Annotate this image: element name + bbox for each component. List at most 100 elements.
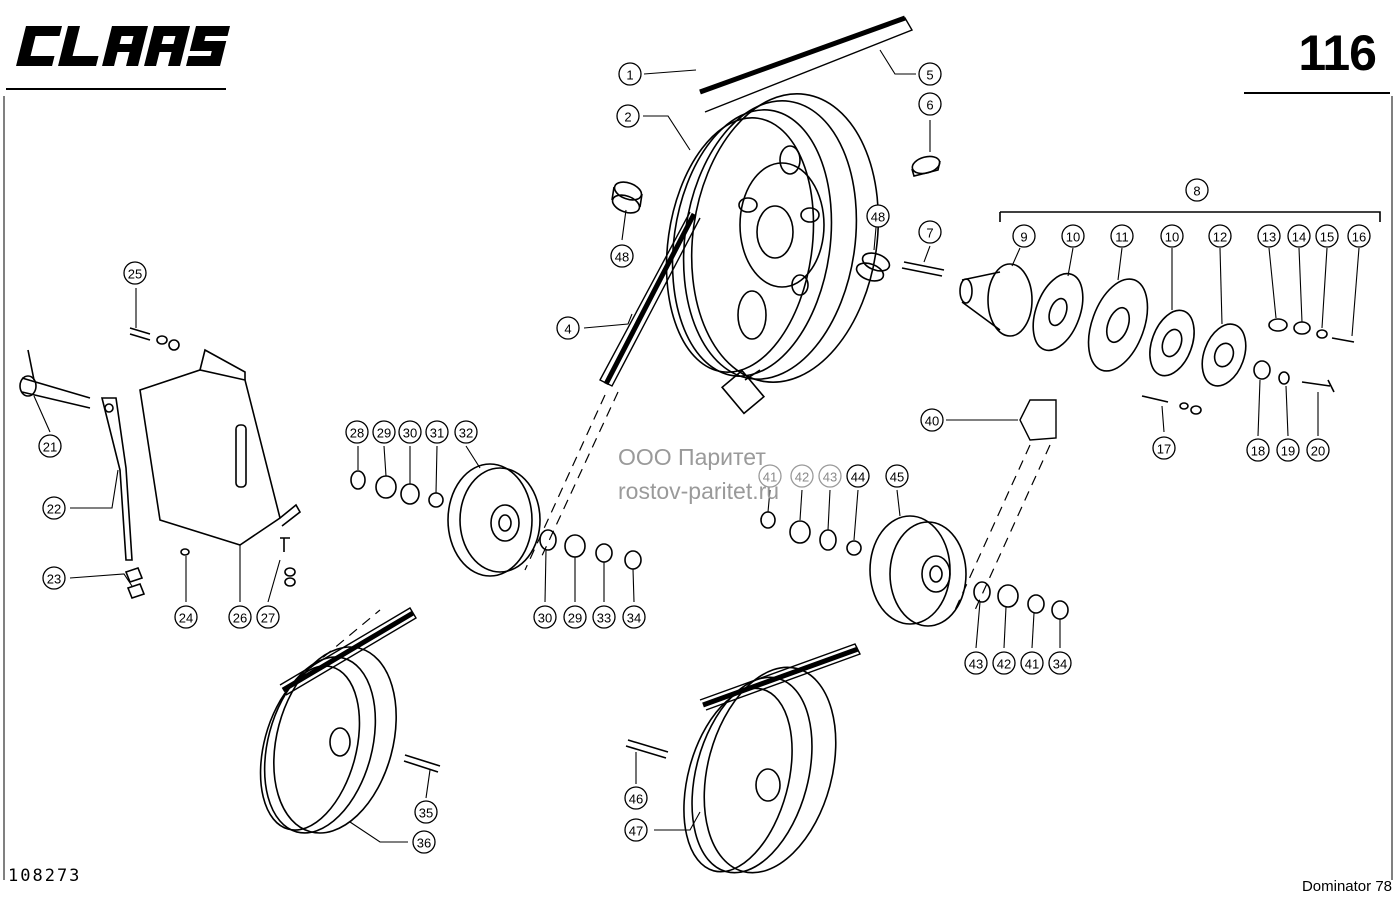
callout-13: 13 [1257, 224, 1281, 248]
callout-label: 17 [1157, 442, 1171, 457]
callout-31: 31 [425, 420, 449, 444]
callout-17: 17 [1152, 436, 1176, 460]
callout-label: 13 [1262, 230, 1276, 245]
callout-circle [624, 818, 648, 842]
callout-circle [1048, 651, 1072, 675]
callout-34: 34 [1048, 651, 1072, 675]
callout-circle [398, 420, 422, 444]
callout-label: 47 [629, 824, 643, 839]
callout-circle [454, 420, 478, 444]
callout-25: 25 [123, 261, 147, 285]
callout-circle [624, 786, 648, 810]
callout-label: 43 [823, 470, 837, 485]
callout-circle [174, 605, 198, 629]
callout-circle [618, 62, 642, 86]
callout-label: 14 [1292, 230, 1306, 245]
callout-42: 42 [992, 651, 1016, 675]
callout-12: 12 [1208, 224, 1232, 248]
callout-label: 33 [597, 611, 611, 626]
callout-circle [1257, 224, 1281, 248]
callout-14: 14 [1287, 224, 1311, 248]
callout-circle [592, 605, 616, 629]
callout-41: 41 [758, 464, 782, 488]
callout-circle [1020, 651, 1044, 675]
leader-lines [33, 49, 1360, 843]
callout-circle [563, 605, 587, 629]
callout-label: 30 [538, 611, 552, 626]
watermark-line-1: ООО Паритет [618, 444, 766, 470]
callout-circle [1347, 224, 1371, 248]
callout-label: 15 [1320, 230, 1334, 245]
callout-label: 32 [459, 426, 473, 441]
callout-label: 20 [1311, 444, 1325, 459]
callout-label: 43 [969, 657, 983, 672]
callout-46: 46 [624, 786, 648, 810]
callout-label: 35 [419, 806, 433, 821]
callout-24: 24 [174, 605, 198, 629]
callout-16: 16 [1347, 224, 1371, 248]
callout-41: 41 [1020, 651, 1044, 675]
callout-21: 21 [38, 434, 62, 458]
callout-label: 11 [1115, 230, 1129, 245]
callout-label: 8 [1193, 184, 1200, 199]
callout-42: 42 [790, 464, 814, 488]
callout-19: 19 [1276, 438, 1300, 462]
callout-34: 34 [622, 605, 646, 629]
callout-32: 32 [454, 420, 478, 444]
callout-circle [1276, 438, 1300, 462]
callout-23: 23 [42, 566, 66, 590]
callout-circle [256, 605, 280, 629]
callout-8: 8 [1185, 178, 1209, 202]
callout-circle [123, 261, 147, 285]
callout-circle [918, 62, 942, 86]
callout-circle [818, 464, 842, 488]
callout-circle [992, 651, 1016, 675]
callout-label: 46 [629, 792, 643, 807]
callout-30: 30 [398, 420, 422, 444]
callout-circle [790, 464, 814, 488]
callout-10: 10 [1160, 224, 1184, 248]
callout-circle [866, 204, 890, 228]
callout-circle [1287, 224, 1311, 248]
callout-label: 7 [926, 226, 933, 241]
callout-45: 45 [885, 464, 909, 488]
callout-label: 34 [1053, 657, 1067, 672]
callout-26: 26 [228, 605, 252, 629]
callout-label: 30 [403, 426, 417, 441]
callout-label: 18 [1251, 444, 1265, 459]
callout-label: 1 [626, 68, 633, 83]
callout-label: 27 [261, 611, 275, 626]
callout-label: 41 [1025, 657, 1039, 672]
callout-10: 10 [1061, 224, 1085, 248]
callout-label: 16 [1352, 230, 1366, 245]
callout-44: 44 [846, 464, 870, 488]
callout-circle [1160, 224, 1184, 248]
callout-circle [533, 605, 557, 629]
claas-logo [16, 26, 230, 66]
callout-circle [228, 605, 252, 629]
callout-label: 5 [926, 68, 933, 83]
callout-label: 40 [925, 414, 939, 429]
callout-label: 10 [1165, 230, 1179, 245]
callout-1: 1 [618, 62, 642, 86]
header-rule-right [1244, 92, 1390, 94]
callout-circle [372, 420, 396, 444]
callout-circle [918, 92, 942, 116]
callout-5: 5 [918, 62, 942, 86]
callout-label: 45 [890, 470, 904, 485]
callout-label: 29 [568, 611, 582, 626]
callout-label: 42 [795, 470, 809, 485]
callout-circle [964, 651, 988, 675]
callout-circle [622, 605, 646, 629]
callout-label: 12 [1213, 230, 1227, 245]
callout-40: 40 [920, 408, 944, 432]
callout-28: 28 [345, 420, 369, 444]
watermark: ООО Паритет rostov-paritet.ru [618, 440, 779, 508]
callout-circle [345, 420, 369, 444]
callout-2: 2 [616, 104, 640, 128]
callout-circle [42, 496, 66, 520]
callout-circle [1185, 178, 1209, 202]
callout-29: 29 [563, 605, 587, 629]
callout-label: 41 [763, 470, 777, 485]
